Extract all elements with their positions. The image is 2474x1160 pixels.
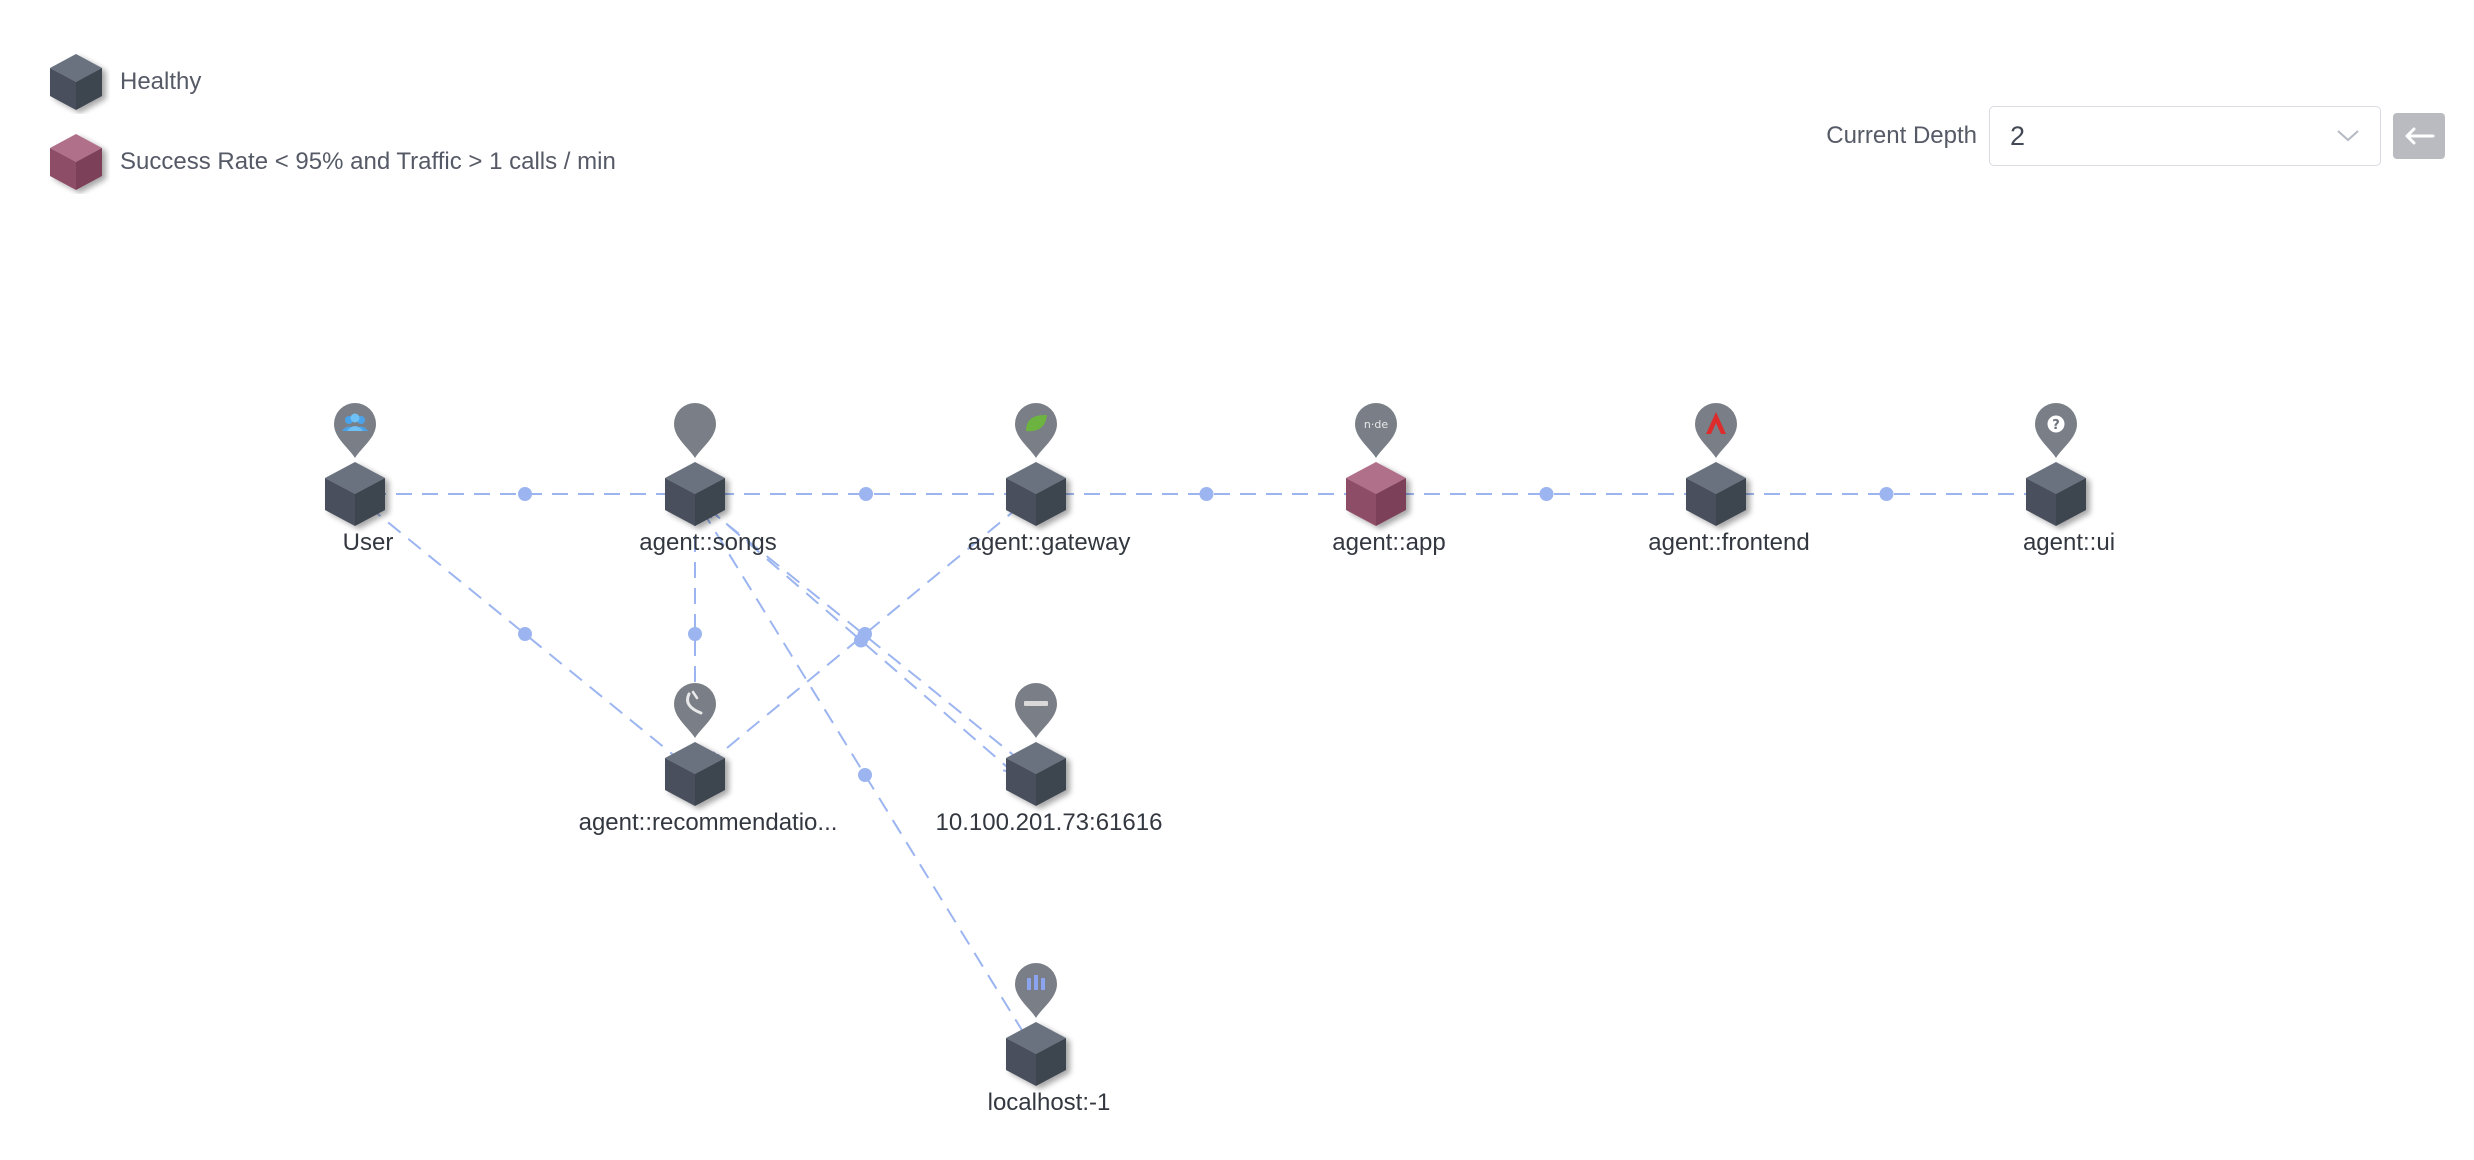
node-label: agent::songs: [639, 529, 776, 556]
unhealthy-cube-icon: [50, 134, 102, 190]
edge-line: [710, 505, 1021, 762]
blank-marker-icon: [674, 403, 716, 458]
arrow-left-icon: [2405, 127, 2435, 145]
svg-text:n·de: n·de: [1364, 418, 1388, 431]
edge-ui-to-frontend[interactable]: [1733, 487, 2040, 501]
edge-user-to-recommendation[interactable]: [367, 505, 682, 762]
node-label: agent::recommendatio...: [579, 809, 838, 836]
spring-leaf-icon: [1015, 403, 1057, 458]
node-recommendation[interactable]: agent::recommendatio...: [579, 683, 838, 836]
node-localhost[interactable]: localhost:-1: [988, 963, 1111, 1116]
edge-midpoint-dot[interactable]: [859, 487, 873, 501]
edge-midpoint-dot[interactable]: [1879, 487, 1894, 501]
healthy-cube-icon: [1006, 742, 1066, 806]
phone-icon: [674, 683, 716, 738]
legend-healthy-label: Healthy: [120, 68, 202, 95]
unhealthy-cube-icon: [1346, 462, 1406, 526]
node-label: agent::ui: [2023, 529, 2115, 556]
node-gateway[interactable]: agent::gateway: [968, 403, 1131, 556]
users-icon: [334, 403, 376, 458]
healthy-cube-icon: [50, 54, 102, 110]
edge-app-to-gateway[interactable]: [1053, 487, 1360, 501]
healthy-cube-icon: [1006, 462, 1066, 526]
chevron-down-icon: [2337, 130, 2359, 142]
edge-midpoint-dot[interactable]: [857, 628, 872, 642]
legend-unhealthy-label: Success Rate < 95% and Traffic > 1 calls…: [120, 148, 616, 175]
edge-midpoint-dot[interactable]: [858, 768, 872, 782]
node-label: agent::gateway: [968, 529, 1131, 556]
edge-gateway-to-songs[interactable]: [712, 487, 1020, 501]
edge-midpoint-dot[interactable]: [1539, 487, 1554, 501]
node-label: localhost:-1: [988, 1089, 1111, 1116]
healthy-cube-icon: [1686, 462, 1746, 526]
node-songs[interactable]: agent::songs: [639, 403, 777, 556]
database-icon: [1015, 963, 1057, 1018]
healthy-cube-icon: [665, 462, 725, 526]
activemq-icon: [1015, 683, 1057, 738]
edge-user-to-songs[interactable]: [370, 487, 680, 501]
node-user[interactable]: User: [325, 403, 393, 556]
edge-line: [367, 505, 682, 762]
question-icon: ?: [2035, 403, 2077, 458]
edges-layer: [367, 487, 2040, 1040]
edge-line: [707, 507, 1014, 773]
edge-line: [707, 508, 1023, 763]
nodejs-icon: n·de: [1355, 403, 1397, 458]
edge-frontend-to-app[interactable]: [1393, 487, 1700, 501]
back-button[interactable]: [2393, 113, 2445, 159]
depth-label: Current Depth: [1826, 122, 1977, 149]
legend-healthy: Healthy: [46, 50, 201, 114]
depth-control: Current Depth 2: [1826, 105, 2445, 167]
edge-activemq-to-songs[interactable]: [707, 508, 1023, 763]
svg-text:?: ?: [2052, 418, 2060, 433]
angular-icon: [1695, 403, 1737, 458]
node-ui[interactable]: ?agent::ui: [2023, 403, 2115, 556]
node-activemq[interactable]: 10.100.201.73:61616: [936, 683, 1163, 836]
healthy-cube-icon: [665, 742, 725, 806]
edge-midpoint-dot[interactable]: [688, 627, 702, 641]
edge-midpoint-dot[interactable]: [518, 627, 532, 641]
edge-midpoint-dot[interactable]: [1199, 487, 1214, 501]
edge-midpoint-dot[interactable]: [518, 487, 532, 501]
node-label: User: [343, 529, 394, 556]
edge-songs-to-localhost[interactable]: [701, 509, 1028, 1040]
healthy-cube-icon: [325, 462, 385, 526]
depth-select[interactable]: 2: [1989, 106, 2381, 166]
node-label: 10.100.201.73:61616: [936, 809, 1163, 836]
node-frontend[interactable]: agent::frontend: [1648, 403, 1810, 556]
healthy-cube-icon: [1006, 1022, 1066, 1086]
healthy-cube-icon: [2026, 462, 2086, 526]
node-label: agent::app: [1332, 529, 1445, 556]
legend-unhealthy: Success Rate < 95% and Traffic > 1 calls…: [46, 130, 616, 194]
nodes-layer: User agent::songs agent::gateway n·deagent:…: [325, 403, 2115, 1116]
depth-value: 2: [2010, 120, 2026, 151]
node-label: agent::frontend: [1648, 529, 1809, 556]
